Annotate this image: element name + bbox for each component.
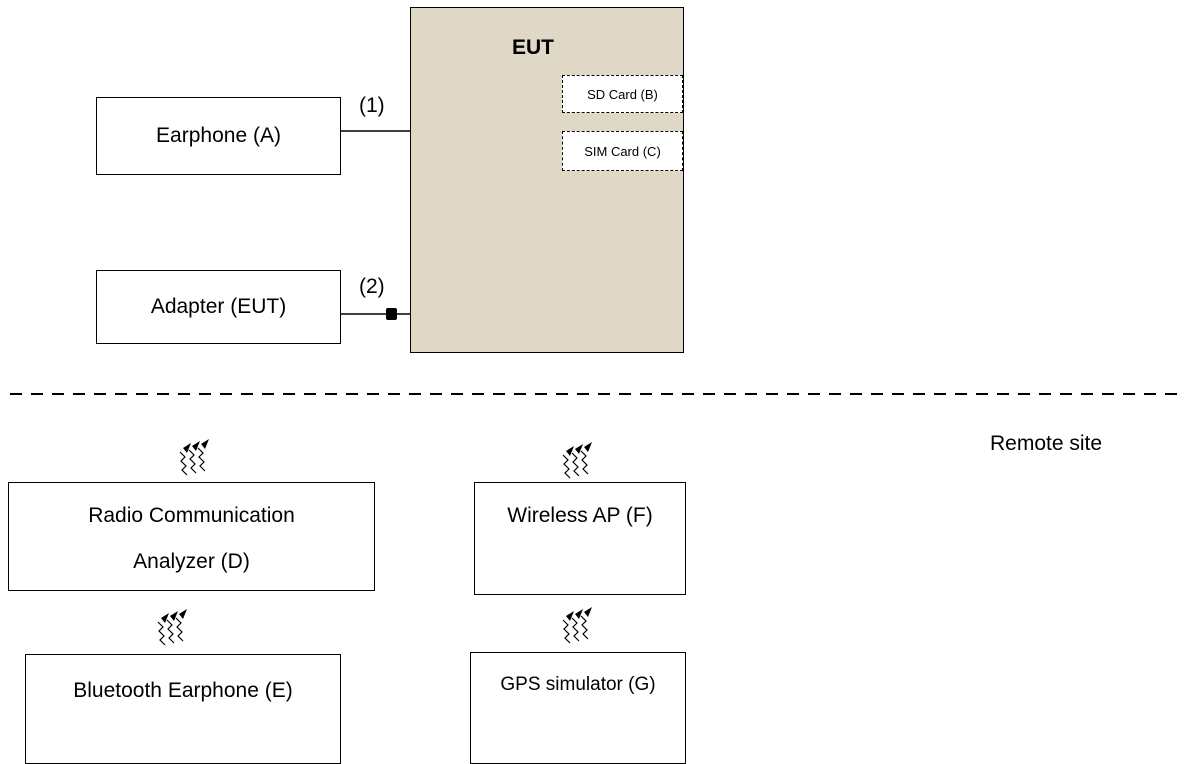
adapter-box: Adapter (EUT) bbox=[96, 270, 341, 344]
wireless-signal-icon bbox=[562, 441, 593, 479]
radio-analyzer-label-line2: Analyzer (D) bbox=[133, 550, 250, 573]
bluetooth-earphone-box: Bluetooth Earphone (E) bbox=[25, 654, 341, 764]
earphone-box: Earphone (A) bbox=[96, 97, 341, 175]
bluetooth-earphone-label: Bluetooth Earphone (E) bbox=[73, 679, 293, 702]
gps-simulator-box: GPS simulator (G) bbox=[470, 652, 686, 764]
sd-card-box: SD Card (B) bbox=[562, 75, 683, 113]
gps-simulator-label: GPS simulator (G) bbox=[500, 674, 656, 695]
wireless-signal-icon bbox=[562, 606, 593, 644]
cable-1-label: (1) bbox=[359, 94, 385, 117]
wireless-signal-icon bbox=[157, 608, 188, 646]
earphone-label: Earphone (A) bbox=[156, 124, 281, 147]
remote-site-label: Remote site bbox=[990, 432, 1103, 455]
cable-2-connector bbox=[386, 308, 397, 320]
radio-analyzer-box: Radio Communication Analyzer (D) bbox=[8, 482, 375, 591]
wireless-ap-box: Wireless AP (F) bbox=[474, 482, 686, 595]
sd-card-label: SD Card (B) bbox=[587, 86, 658, 102]
wireless-signal-icon bbox=[179, 438, 210, 476]
eut-title: EUT bbox=[512, 36, 554, 59]
eut-box bbox=[410, 7, 684, 353]
sim-card-box: SIM Card (C) bbox=[562, 131, 683, 171]
wireless-ap-label: Wireless AP (F) bbox=[507, 504, 653, 527]
sim-card-label: SIM Card (C) bbox=[584, 143, 661, 159]
cable-2-label: (2) bbox=[359, 275, 385, 298]
adapter-label: Adapter (EUT) bbox=[150, 295, 287, 318]
radio-analyzer-label-line1: Radio Communication bbox=[88, 504, 295, 527]
